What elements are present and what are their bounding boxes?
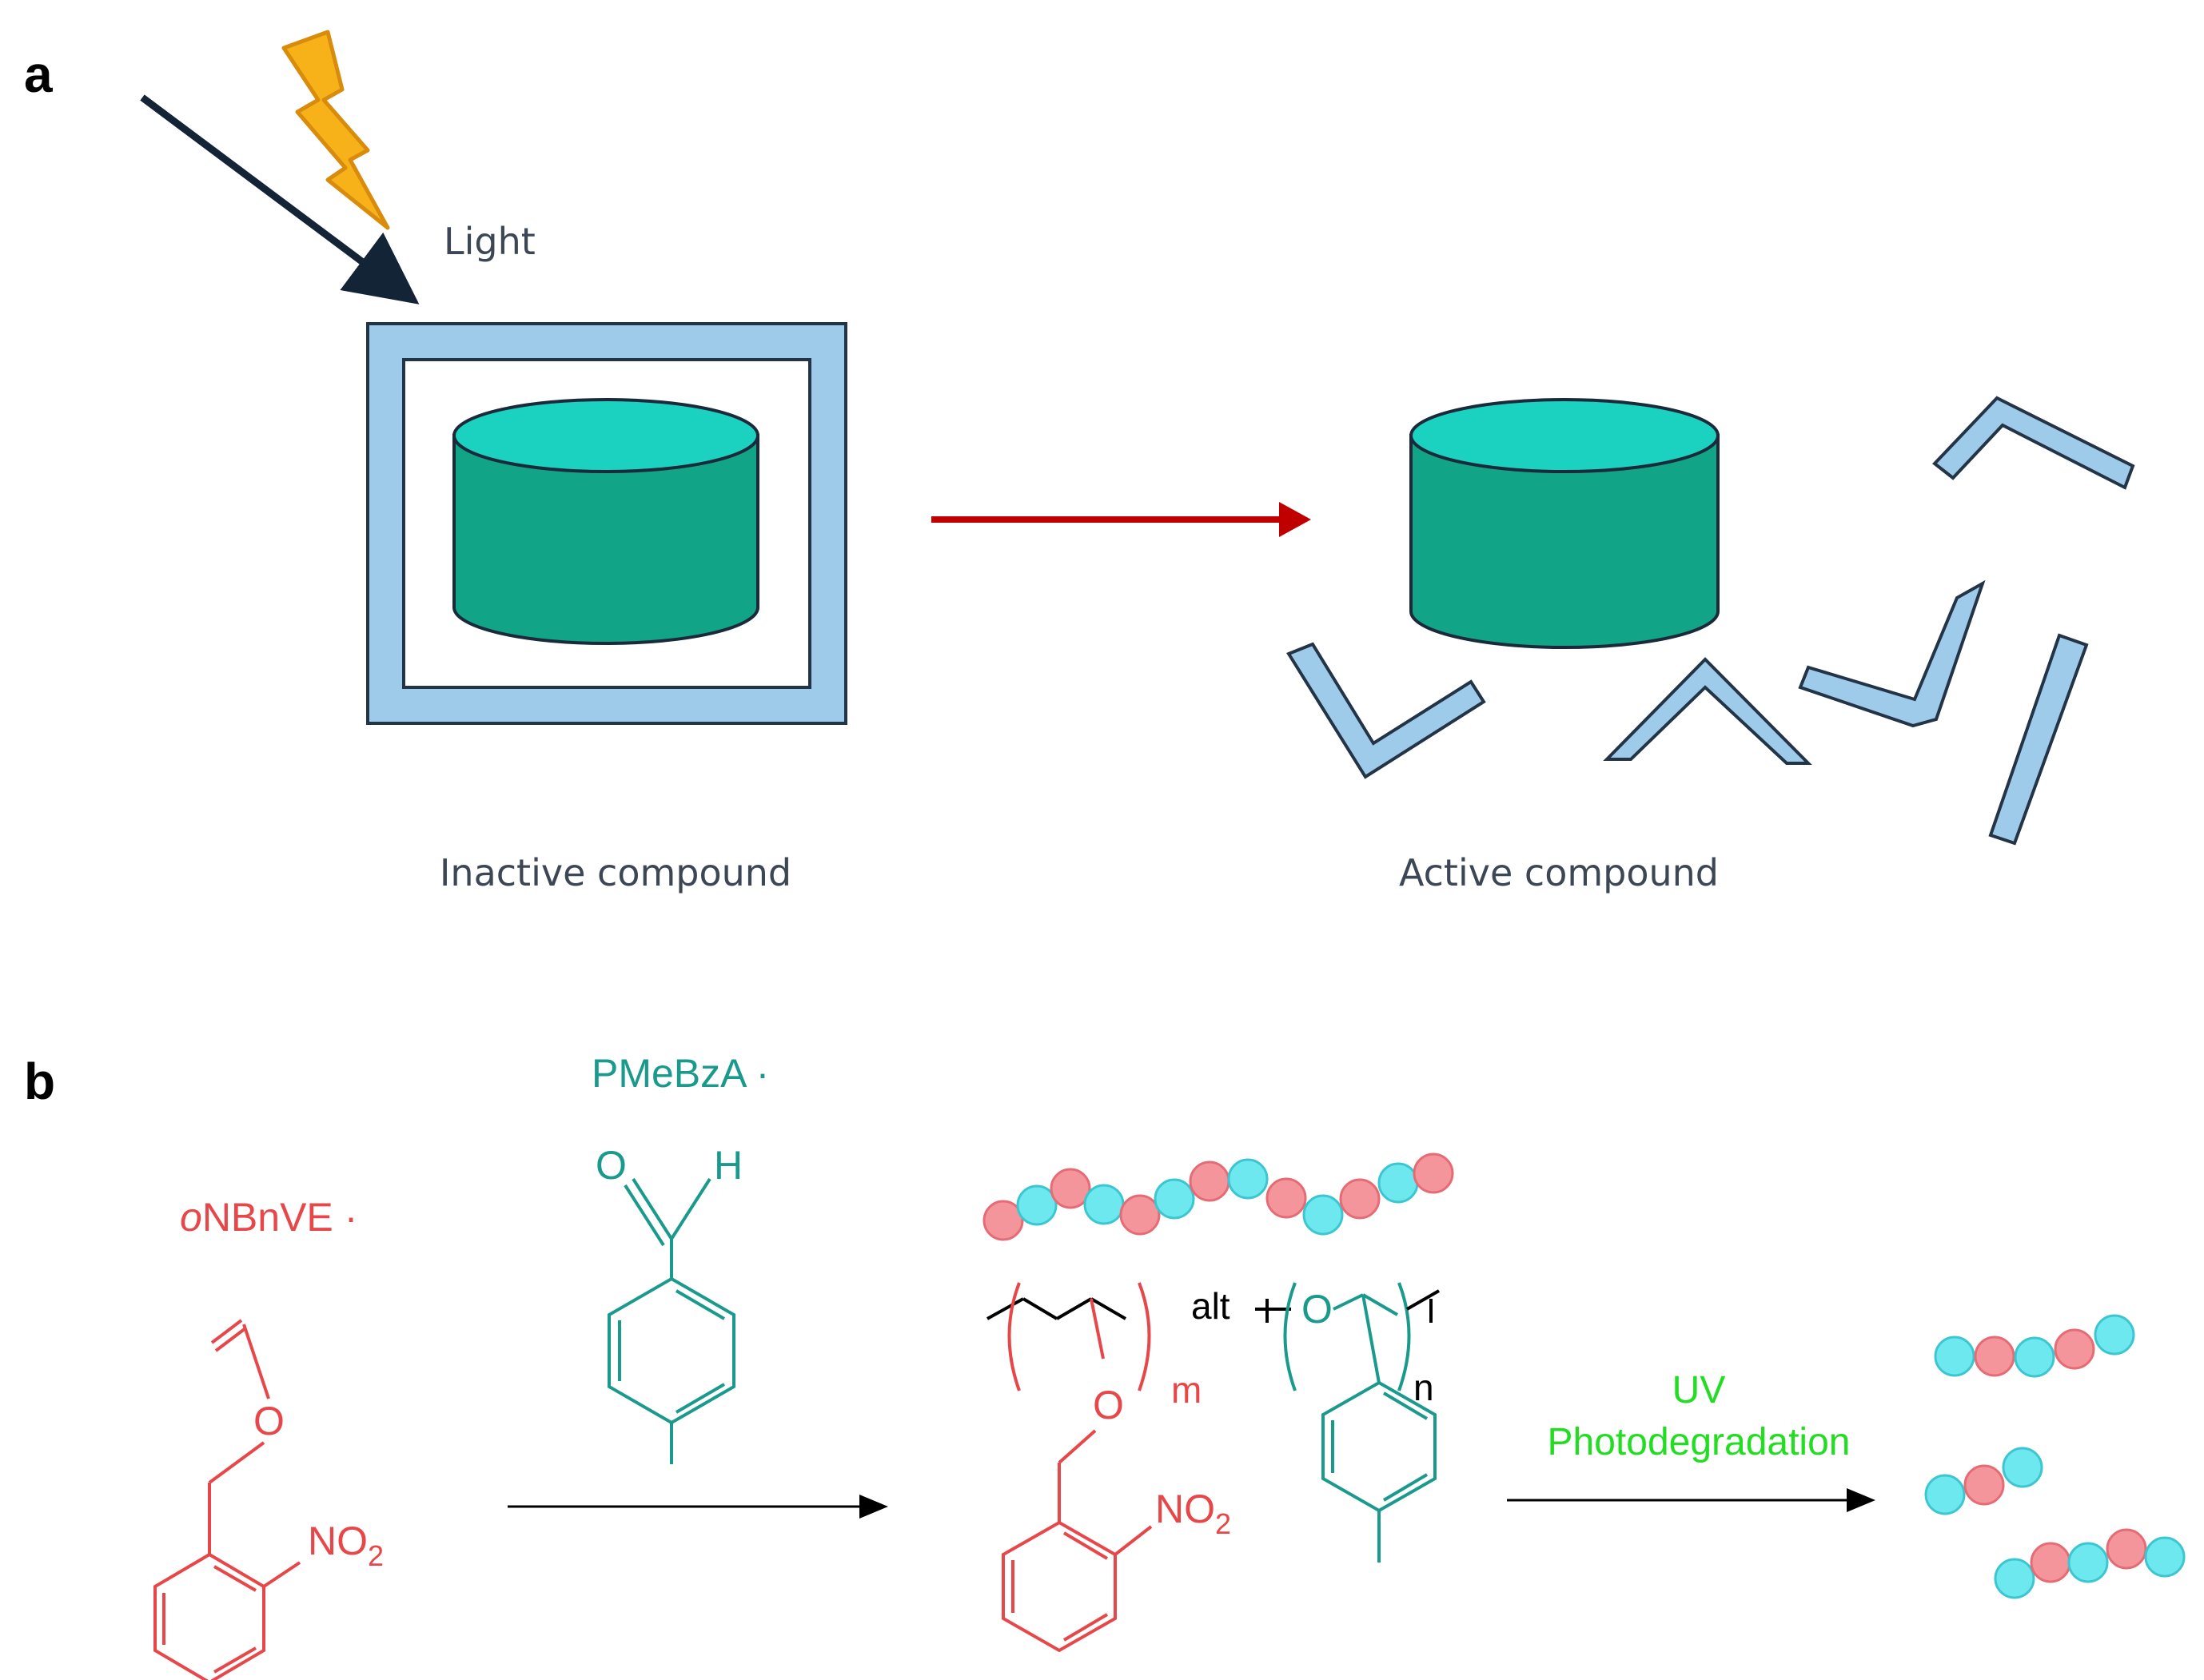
panel-a-label: a [24,46,53,103]
fragment-chain-3 [1994,1528,2186,1599]
polymer-structure: m O NO2 alt O n [986,1282,1440,1653]
inactive-compound-label: Inactive compound [440,851,791,894]
pmebza-structure: PMeBzA · O H [592,1051,769,1464]
pmebza-aldehyde-oxygen: O [596,1143,627,1188]
fragment-4 [1932,396,2135,490]
active-cylinder [1409,398,1720,649]
fragment-1 [1286,642,1486,779]
inactive-cylinder [452,398,759,645]
uv-label: UV [1672,1369,1726,1411]
polymer-repeat-n: n [1413,1367,1434,1408]
fragment-3 [1798,579,1986,728]
lightning-icon [281,30,390,230]
fragment-5 [1988,633,2089,846]
onbnve-structure: oNBnVE · O NO2 [153,1195,384,1680]
onbnve-nitro-group: NO2 [308,1519,384,1572]
activation-arrow-head [1279,502,1311,537]
photodegradation-label: Photodegradation [1548,1421,1851,1463]
onbnve-ether-oxygen: O [253,1399,285,1443]
pmebza-name: PMeBzA · [592,1051,769,1096]
fragment-2 [1603,657,1812,765]
onbnve-name: oNBnVE · [180,1195,357,1240]
light-label: Light [444,220,536,263]
polymer-bead-chain [982,1153,1454,1241]
polymer-alt-label: alt [1191,1285,1230,1327]
polymer-nitro-group: NO2 [1155,1487,1231,1540]
broken-frame-fragments [1286,396,2135,846]
panel-b-label: b [24,1053,55,1110]
light-arrow [140,94,420,305]
degraded-fragments [1924,1314,2186,1599]
fragment-chain-1 [1934,1314,2135,1378]
protecting-group-frame [366,322,847,725]
polymer-repeat-m: m [1171,1369,1202,1411]
active-compound-label: Active compound [1399,851,1719,894]
fragment-chain-2 [1924,1447,2043,1515]
polymer-side-oxygen: O [1093,1383,1124,1427]
polymer-backbone-oxygen: O [1301,1287,1333,1332]
pmebza-aldehyde-hydrogen: H [714,1143,743,1188]
